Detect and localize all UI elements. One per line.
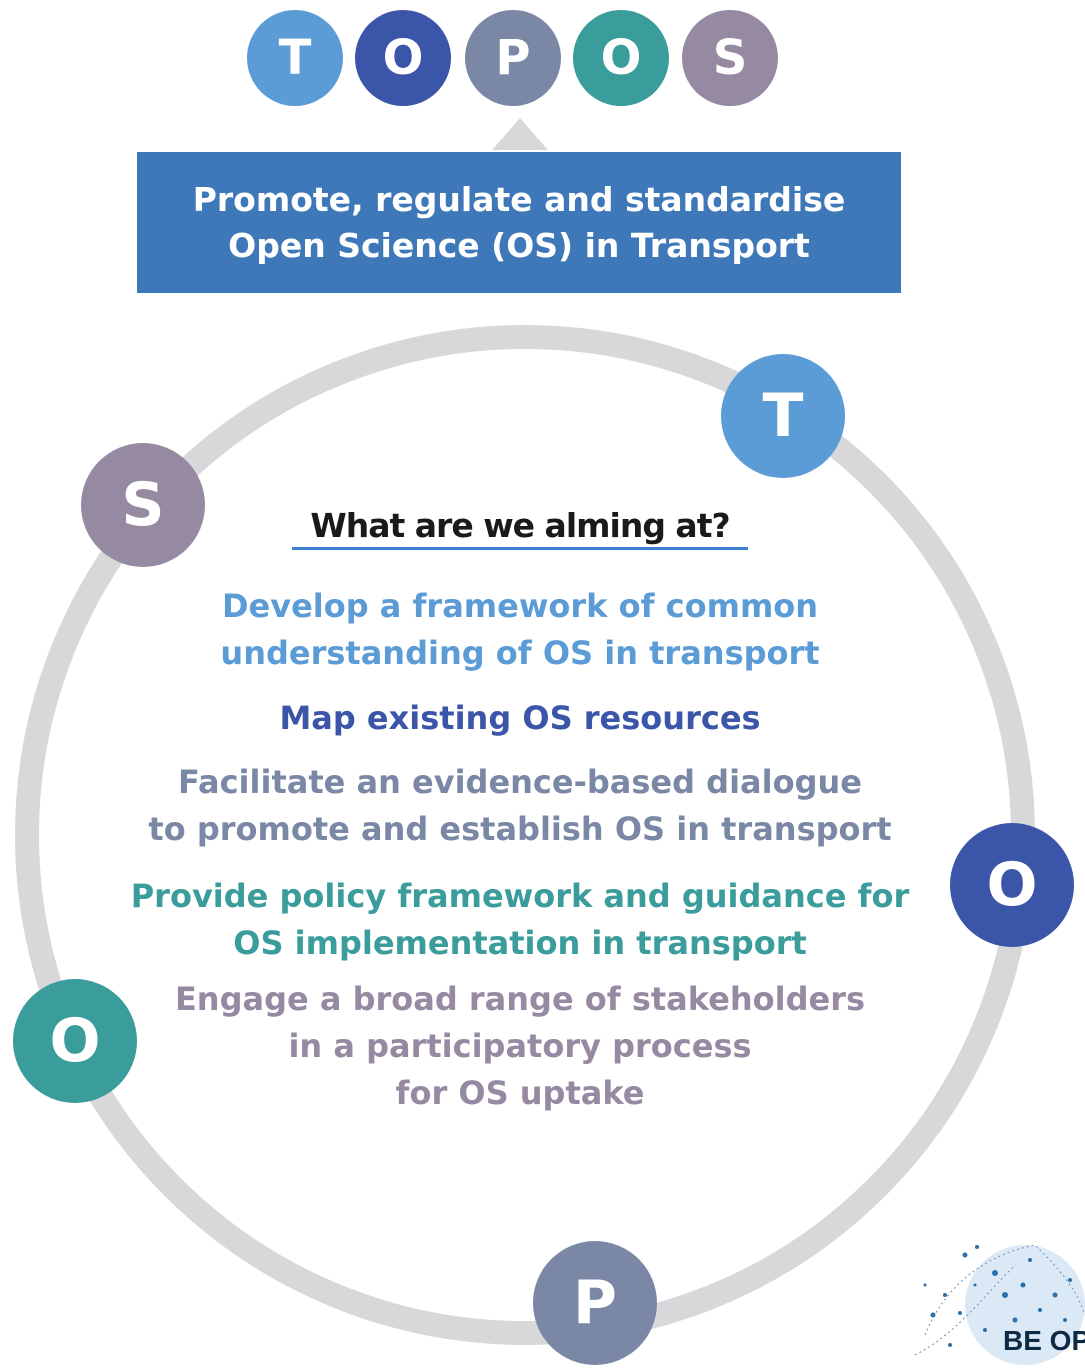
- ring-s-circle: S: [81, 443, 205, 567]
- acronym-p-circle: P: [465, 10, 561, 106]
- goal-line: Facilitate an evidence-based dialogue: [178, 763, 862, 801]
- be-open-logo: BE OP: [905, 1225, 1085, 1369]
- goal-line: understanding of OS in transport: [220, 634, 820, 672]
- logo-text: BE OP: [1003, 1325, 1085, 1356]
- banner-line-2: Open Science (OS) in Transport: [228, 225, 810, 265]
- goal-line: Develop a framework of common: [221, 587, 819, 625]
- goal-line: for OS uptake: [395, 1074, 645, 1112]
- goal-line: to promote and establish OS in transport: [148, 810, 892, 848]
- pointer-triangle: [492, 118, 548, 150]
- goal-framework: Develop a framework of common understand…: [60, 583, 980, 677]
- goal-map-resources: Map existing OS resources: [60, 695, 980, 742]
- ring-o-left-circle: O: [13, 979, 137, 1103]
- goal-line: Engage a broad range of stakeholders: [174, 980, 866, 1018]
- banner-line-1: Promote, regulate and standardise: [192, 179, 846, 219]
- aims-question-heading: What are we alming at?: [292, 506, 748, 550]
- acronym-o2-circle: O: [573, 10, 669, 106]
- goal-line: in a participatory process: [288, 1027, 752, 1065]
- mission-banner: Promote, regulate and standardise Open S…: [137, 152, 901, 293]
- ring-o-right-circle: O: [950, 823, 1074, 947]
- goal-line: Provide policy framework and guidance fo…: [130, 877, 910, 915]
- acronym-t-circle: T: [247, 10, 343, 106]
- acronym-s-circle: S: [682, 10, 778, 106]
- goal-line: Map existing OS resources: [279, 699, 761, 737]
- acronym-o-circle: O: [355, 10, 451, 106]
- goal-line: OS implementation in transport: [233, 924, 807, 962]
- goal-policy: Provide policy framework and guidance fo…: [60, 873, 980, 967]
- ring-p-circle: P: [533, 1241, 657, 1365]
- goal-engage: Engage a broad range of stakeholders in …: [60, 976, 980, 1117]
- ring-t-circle: T: [721, 354, 845, 478]
- network-graphic: [914, 1244, 1085, 1365]
- goal-dialogue: Facilitate an evidence-based dialogue to…: [60, 759, 980, 853]
